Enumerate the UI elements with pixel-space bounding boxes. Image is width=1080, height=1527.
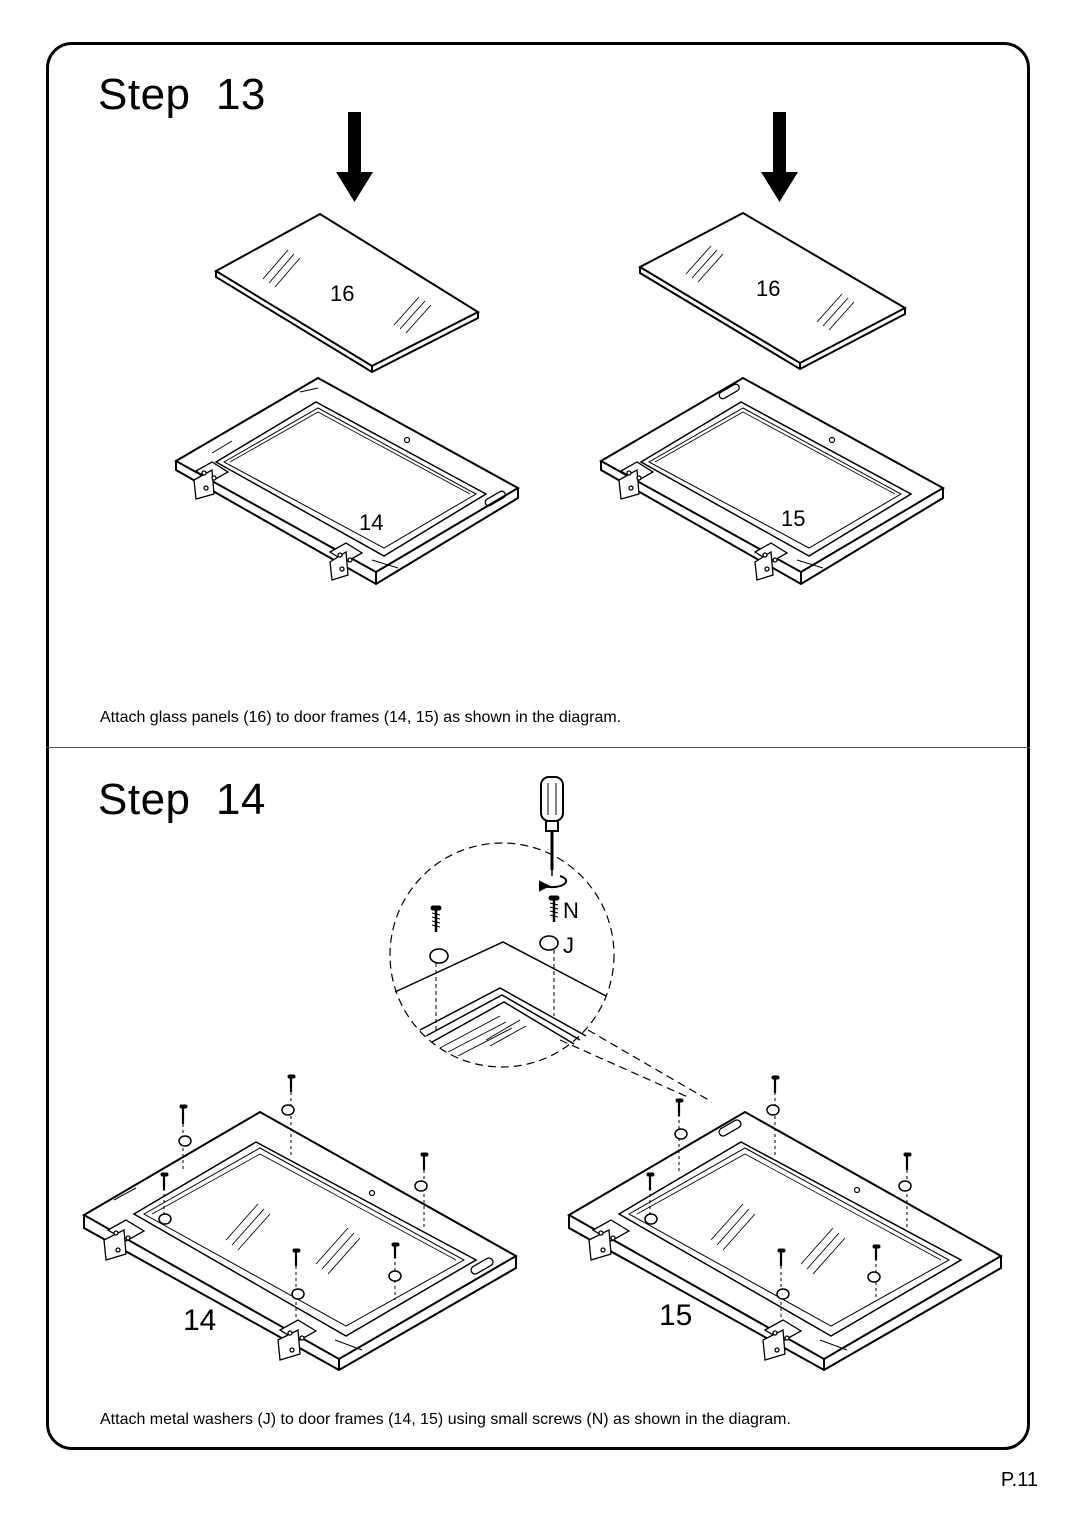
screw-icon [430, 905, 442, 932]
door-frame-14 [173, 376, 521, 586]
frame-15-label: 15 [659, 1299, 692, 1332]
screw-icon [548, 895, 560, 922]
down-arrow-icon [761, 112, 798, 202]
step-divider [46, 747, 1030, 748]
door-frame-14 [81, 1110, 519, 1372]
rotate-arrow-icon [539, 875, 568, 892]
frame-15-label: 15 [781, 506, 805, 531]
step14-title: Step 14 [98, 775, 266, 824]
door-frame-15 [598, 376, 946, 586]
glass-left-label: 16 [330, 281, 354, 306]
step14-caption: Attach metal washers (J) to door frames … [100, 1411, 791, 1428]
guide-lines [435, 950, 555, 1030]
frame-14-label: 14 [359, 510, 383, 535]
page-border [46, 42, 1030, 1450]
screw-washer-set [644, 1075, 912, 1320]
screwdriver-icon [540, 776, 564, 876]
zoom-frame-corner [394, 941, 607, 1057]
screw-washer-set [158, 1074, 429, 1320]
washer-label: J [563, 933, 574, 958]
detail-zoom-circle [389, 842, 713, 1103]
glass-panel-left [214, 212, 481, 374]
glass-right-label: 16 [756, 276, 780, 301]
washer-icon [429, 935, 559, 964]
door-frame-15 [566, 1110, 1004, 1372]
page-number: P.11 [1000, 1469, 1038, 1491]
step13-title: Step 13 [98, 70, 266, 119]
glass-panel-right [637, 211, 908, 371]
down-arrow-icon [336, 112, 373, 202]
step13-caption: Attach glass panels (16) to door frames … [100, 709, 622, 726]
frame-14-label: 14 [183, 1304, 216, 1337]
screw-label: N [563, 898, 579, 923]
